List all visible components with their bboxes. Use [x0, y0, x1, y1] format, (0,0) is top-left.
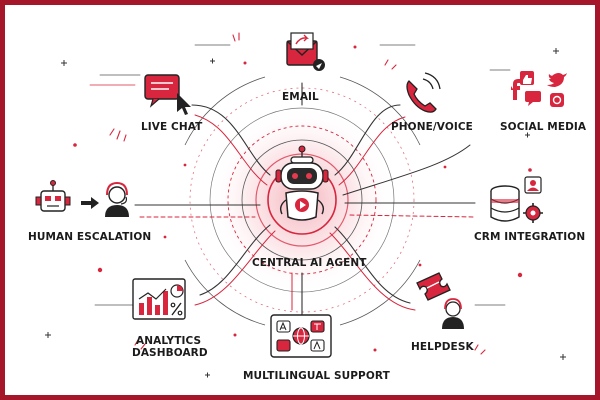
central-ai-agent-label: CENTRAL AI AGENT	[252, 257, 367, 269]
crm-integration-label: CRM INTEGRATION	[474, 231, 586, 243]
social-icons	[511, 71, 567, 107]
plus-marks	[45, 48, 566, 378]
envelope-icon	[286, 32, 325, 71]
phone-voice-label: PHONE/VOICE	[391, 121, 473, 133]
cursor-icon	[177, 93, 191, 115]
percent-icon	[170, 302, 183, 316]
diagram-frame: EMAIL LIVE CHAT PHONE/VOICE SOCIAL MEDIA…	[5, 5, 595, 395]
chat-bubble-icon	[525, 91, 541, 106]
escalation-robot-icon	[35, 180, 71, 212]
email-label: EMAIL	[282, 91, 319, 103]
robot-icon	[275, 145, 329, 221]
pie-chart-icon	[170, 284, 184, 298]
human-escalation-label: HUMAN ESCALATION	[28, 231, 152, 243]
social-media-label: SOCIAL MEDIA	[500, 121, 587, 133]
connection-lines	[89, 44, 511, 318]
decorative-marks	[73, 45, 532, 352]
database-icon	[490, 185, 520, 222]
helpdesk-agent-icon	[442, 298, 464, 329]
multilingual-support-label: MULTILINGUAL SUPPORT	[243, 370, 390, 382]
twitter-bird-icon	[547, 73, 567, 87]
phone-icon	[406, 72, 441, 113]
user-profile-icon	[524, 176, 542, 194]
live-chat-label: LIVE CHAT	[141, 121, 203, 133]
sparkle-marks	[109, 32, 486, 355]
chat-bubbles-icon	[144, 74, 180, 108]
helpdesk-label: HELPDESK	[411, 341, 474, 353]
thumbs-up-icon	[520, 71, 534, 85]
gear-icon	[523, 203, 543, 223]
arrow-right-icon	[81, 197, 99, 209]
human-agent-icon	[105, 181, 129, 217]
dashboard-label: DASHBOARD	[132, 347, 208, 359]
instagram-icon	[550, 93, 564, 107]
globe-icon	[292, 327, 310, 345]
analytics-label: ANALYTICS	[136, 335, 202, 347]
ticket-icon	[416, 272, 451, 301]
facebook-icon	[511, 79, 520, 100]
diagram-canvas	[35, 32, 567, 378]
